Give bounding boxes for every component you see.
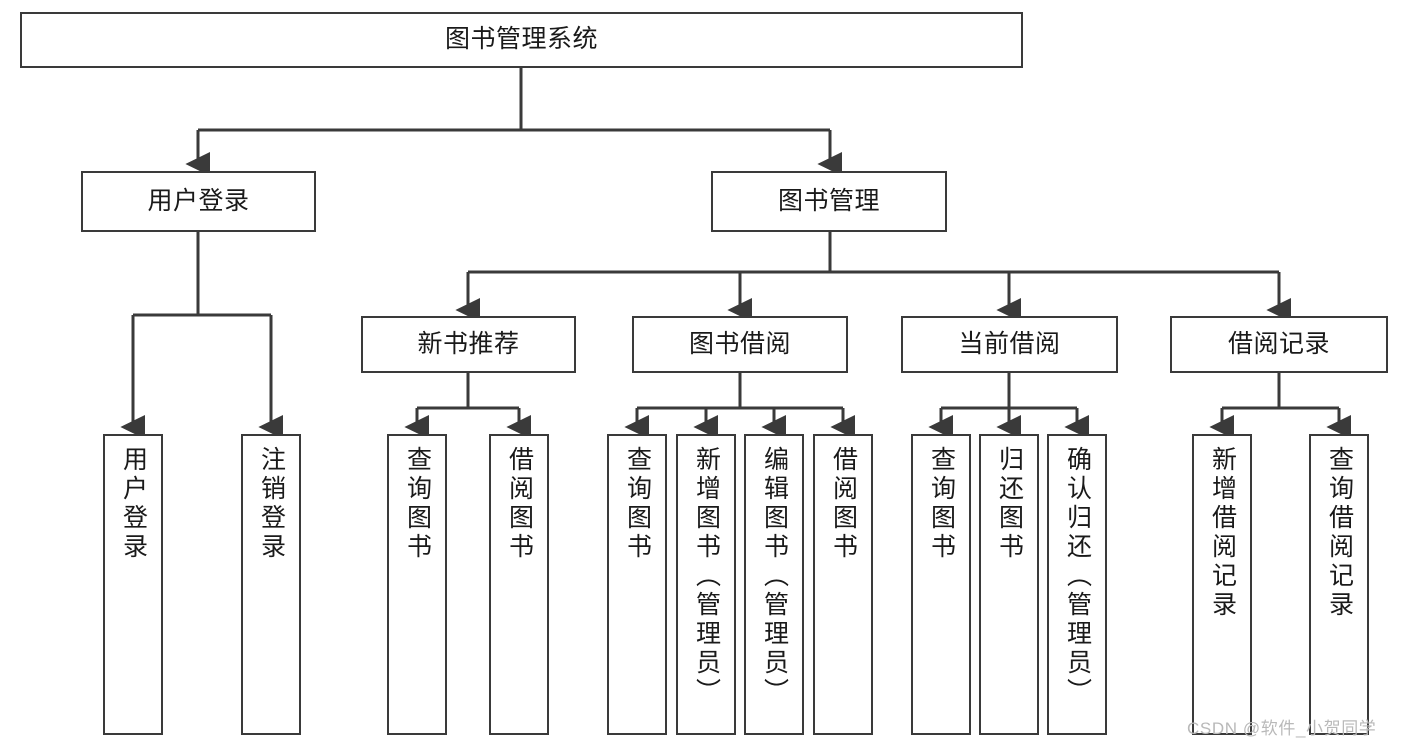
node-label: 确认归还（管理员）	[1063, 446, 1092, 707]
leaf-confirm-return-admin[interactable]: 确认归还（管理员）	[1047, 434, 1107, 735]
node-label: 当前借阅	[958, 329, 1061, 358]
leaf-add-book-admin[interactable]: 新增图书（管理员）	[676, 434, 736, 735]
node-label: 用户登录	[147, 186, 250, 215]
node-label: 新书推荐	[417, 329, 520, 358]
node-label: 编辑图书（管理员）	[760, 446, 789, 707]
node-label: 归还图书	[995, 446, 1024, 562]
node-label: 注销登录	[257, 446, 286, 562]
node-label: 新增借阅记录	[1208, 446, 1237, 620]
node-label: 借阅记录	[1227, 329, 1330, 358]
node-label: 图书管理	[777, 186, 880, 215]
leaf-query-book-recommend[interactable]: 查询图书	[387, 434, 447, 735]
node-book-management[interactable]: 图书管理	[711, 171, 947, 232]
leaf-query-book-current[interactable]: 查询图书	[911, 434, 971, 735]
node-label: 查询借阅记录	[1325, 446, 1354, 620]
leaf-return-book[interactable]: 归还图书	[979, 434, 1039, 735]
leaf-borrow-book-recommend[interactable]: 借阅图书	[489, 434, 549, 735]
node-book-borrow[interactable]: 图书借阅	[632, 316, 848, 373]
node-label: 查询图书	[927, 446, 956, 562]
node-user-login[interactable]: 用户登录	[81, 171, 316, 232]
node-label: 用户登录	[119, 446, 148, 562]
node-label: 图书管理系统	[444, 25, 598, 54]
node-label: 图书借阅	[688, 329, 791, 358]
leaf-query-borrow-record[interactable]: 查询借阅记录	[1309, 434, 1369, 735]
node-current-borrow[interactable]: 当前借阅	[901, 316, 1118, 373]
node-borrow-record[interactable]: 借阅记录	[1170, 316, 1388, 373]
node-label: 新增图书（管理员）	[692, 446, 721, 707]
leaf-borrow-book-borrow[interactable]: 借阅图书	[813, 434, 873, 735]
node-root-book-management-system[interactable]: 图书管理系统	[20, 12, 1023, 68]
node-label: 查询图书	[623, 446, 652, 562]
node-new-book-recommend[interactable]: 新书推荐	[361, 316, 576, 373]
node-label: 查询图书	[403, 446, 432, 562]
leaf-user-login[interactable]: 用户登录	[103, 434, 163, 735]
leaf-add-borrow-record[interactable]: 新增借阅记录	[1192, 434, 1252, 735]
leaf-query-book-borrow[interactable]: 查询图书	[607, 434, 667, 735]
node-label: 借阅图书	[505, 446, 534, 562]
csdn-watermark: CSDN @软件_小贺同学	[1187, 719, 1377, 738]
node-label: 借阅图书	[829, 446, 858, 562]
leaf-logout-login[interactable]: 注销登录	[241, 434, 301, 735]
leaf-edit-book-admin[interactable]: 编辑图书（管理员）	[744, 434, 804, 735]
